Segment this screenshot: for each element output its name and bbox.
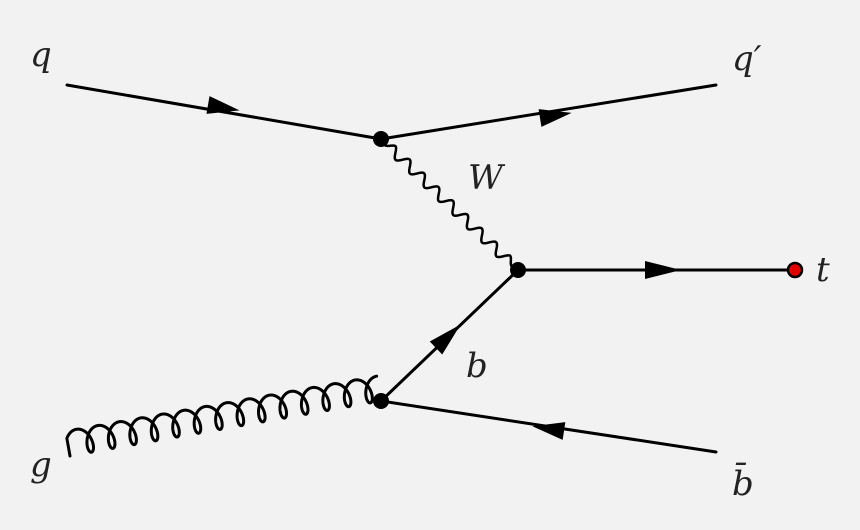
vertex-upper: [373, 131, 389, 147]
anti-bottom-quark-arrow: [532, 422, 566, 440]
top-quark-arrow: [645, 261, 681, 279]
label-outgoing-quark: q′: [732, 39, 762, 79]
gluon-line: [65, 374, 379, 458]
label-anti-bottom-quark: b̄: [732, 462, 754, 504]
outgoing-quark-arrow: [538, 109, 572, 127]
vertex-lower: [373, 393, 389, 409]
vertex-right: [510, 262, 526, 278]
label-top-quark: t: [816, 250, 830, 290]
bottom-quark-arrow: [429, 324, 461, 355]
label-gluon: g: [30, 445, 52, 485]
label-incoming-quark: q: [30, 35, 52, 75]
label-w-boson: W: [468, 158, 506, 198]
top-quark-marker: [786, 261, 804, 279]
label-bottom-quark: b: [466, 346, 488, 386]
incoming-quark-arrow: [206, 96, 240, 114]
w-boson-line: [379, 137, 520, 272]
